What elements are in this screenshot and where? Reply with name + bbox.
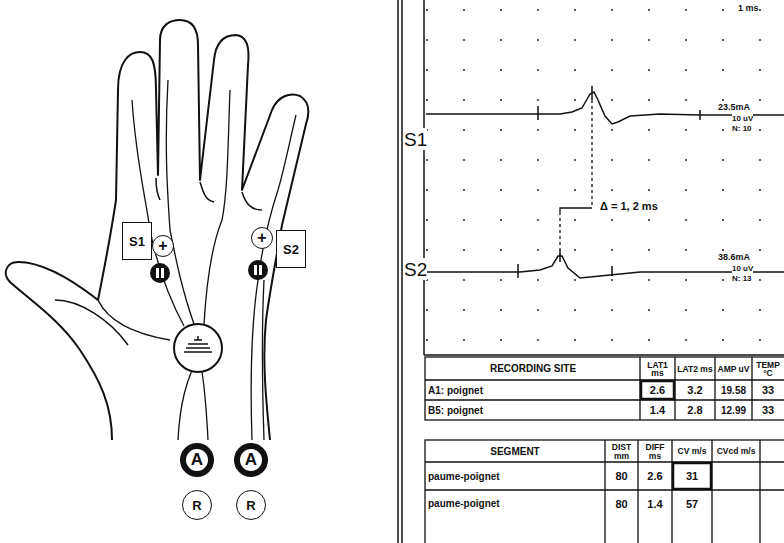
recording-electrode: A [234,443,268,477]
gain-label: 10 uV [732,114,753,124]
average-count: N: 10 [732,124,752,134]
table-cell: 2.6 [639,463,671,490]
table-cell: paume-poignet [428,494,604,514]
hand-outline [6,20,309,440]
gain-label: 10 uV [732,264,753,274]
scale-label: 1 ms [738,2,759,14]
table-header: CVcd m/s [713,441,759,462]
electrode-text: S1 [129,234,145,249]
electrode-text: R [246,498,255,513]
table-cell: paume-poignet [428,463,604,490]
table-header: TEMP °C [753,358,783,380]
table-cell: 80 [606,463,637,490]
stimulator-mark [184,336,212,352]
trace-label: S2 [404,258,427,280]
anode-electrode: + [251,227,273,249]
table-cell: 33 [753,401,783,420]
trace-s1 [426,92,784,124]
trace-label: S1 [404,128,427,150]
delta-marker [560,100,592,256]
cathode-electrode [248,260,268,280]
table-cell: 2.8 [676,401,714,420]
cathode-mark [156,268,164,278]
nerve-line [132,80,296,440]
table-header: AMP uV [716,358,751,380]
electrode-text: A [245,450,257,470]
electrode-text: S2 [283,242,299,257]
recording-electrode: R [236,490,266,520]
table-header: CV m/s [673,441,711,462]
table-cell: B5: poignet [428,401,638,420]
table-cell: A1: poignet [428,381,638,400]
stimulus-intensity: 23.5mA [718,102,750,113]
cathode-electrode [150,263,170,283]
average-count: N: 13 [732,274,752,284]
table-cell: 31 [674,464,710,488]
electrode-text: + [257,229,266,247]
table-cell: 3.2 [676,381,714,400]
table-cell: 80 [606,494,637,514]
stimulator-symbol [174,324,222,372]
table-header: DIST mm [606,441,637,462]
anode-electrode: + [152,235,174,257]
table-cell: 57 [673,494,711,514]
finger-crease [55,178,262,345]
table-cell: 19.58 [716,381,751,400]
signal-grid [425,0,784,355]
table-cell: 2.6 [642,382,673,398]
electrode-label-box: S2 [276,230,306,268]
table-cell: 1.4 [639,494,671,514]
recording-electrode: R [182,490,212,520]
recording-electrode: A [180,443,214,477]
electrode-label-box: S1 [122,222,152,260]
table-header: DIFF ms [639,441,671,462]
table-cell: 33 [753,381,783,400]
table-header: LAT2 ms [676,358,714,380]
panel-divider [397,0,399,543]
table-header: LAT1 ms [641,358,674,380]
table-header: SEGMENT [427,441,603,462]
table-cell: 12.99 [716,401,751,420]
table-grid [425,357,784,543]
electrode-text: A [191,450,203,470]
stimulus-intensity: 38.6mA [718,252,750,263]
latency-difference: Δ = 1, 2 ms [600,198,658,214]
table-cell: 1.4 [641,401,674,420]
electrode-text: R [192,498,201,513]
electrode-text: + [158,237,167,255]
table-header: RECORDING SITE [427,358,639,380]
